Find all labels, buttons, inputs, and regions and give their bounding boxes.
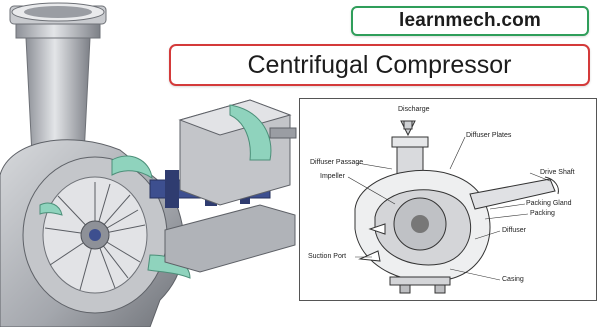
label-diffuser: Diffuser [502,227,526,234]
volute-housing [0,139,191,328]
label-packing-gland: Packing Gland [526,200,572,207]
label-diffuser-plates: Diffuser Plates [466,132,512,139]
label-impeller: Impeller [320,173,345,180]
brand-badge: learnmech.com [351,6,589,36]
labeled-diagram-inset: Discharge Diffuser Plates Diffuser Passa… [299,98,597,301]
label-suction-port: Suction Port [308,253,347,260]
label-packing: Packing [530,210,555,217]
label-diffuser-passage: Diffuser Passage [310,159,364,166]
brand-label: learnmech.com [399,10,541,31]
labeled-diagram-drawing [347,120,559,294]
page-title-box: Centrifugal Compressor [169,44,590,86]
label-casing: Casing [502,276,524,283]
page-title: Centrifugal Compressor [247,50,512,79]
label-discharge: Discharge [398,106,430,113]
inlet-pipe [9,2,107,163]
label-drive-shaft: Drive Shaft [540,169,575,176]
drive-train [149,99,297,273]
